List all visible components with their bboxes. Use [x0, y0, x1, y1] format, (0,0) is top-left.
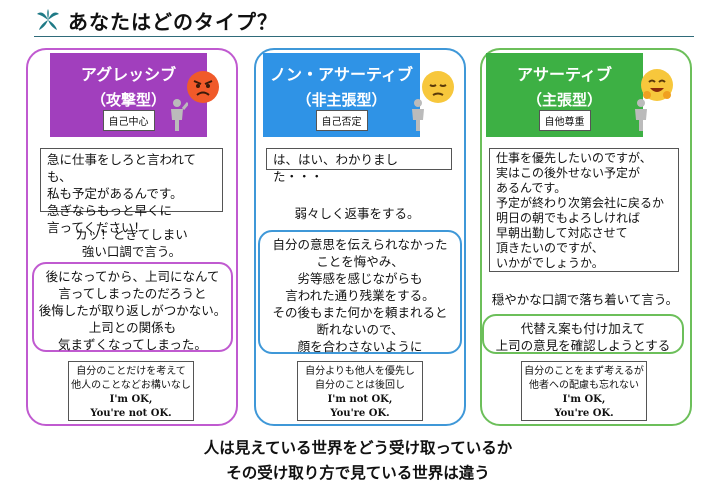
- type-label: （攻撃型）: [90, 91, 166, 109]
- aftermath-line: ことを悔やみ、: [316, 254, 404, 269]
- happy-face-icon: [641, 69, 673, 101]
- speech-box: 仕事を優先したいのですが、 実はこの後外せない予定が あるんです。 予定が終わり…: [489, 148, 679, 272]
- speech-line: 急ぎならもっと早くに: [47, 203, 173, 218]
- speech-line: あるんです。: [496, 181, 567, 195]
- action-line: 強い口調で言う。: [81, 244, 182, 259]
- type-name: アグレッシブ: [80, 65, 177, 84]
- footer-line-2: その受け取り方で見ている世界は違う: [226, 463, 490, 482]
- aftermath-line: 言ってしまったのだろうと: [58, 286, 207, 301]
- action-line: 穏やかな口調で落ち着いて言う。: [491, 292, 679, 307]
- leaf-logo-icon: [37, 9, 59, 30]
- action-text: カッ！ときてしまい 強い口調で言う。: [40, 226, 223, 260]
- summary-box: 自分のことだけを考えて 他人のことなどお構いなし I'm OK, You're …: [68, 361, 194, 421]
- aftermath-line: 上司の意見を確認しようとする: [495, 338, 671, 353]
- type-label: （主張型）: [526, 91, 602, 109]
- speech-box: 急に仕事をしろと言われても、 私も予定があるんです。 急ぎならもっと早くに 言っ…: [40, 148, 223, 235]
- speech-line: 予定が終わり次第会社に戻るか: [496, 196, 665, 210]
- angry-face-icon: [187, 71, 219, 103]
- page-title: あなたはどのタイプ？: [68, 9, 278, 34]
- speech-line: は、はい、わかりました・・・: [273, 152, 399, 184]
- ok-line: You're OK.: [330, 408, 390, 419]
- ok-line: I'm not OK,: [327, 394, 393, 405]
- column-aggressive: [26, 48, 238, 426]
- header-nonassertive: ノン・アサーティブ （非主張型） 自己否定: [263, 53, 420, 137]
- aftermath-line: 気まずくなってしまった。: [58, 337, 207, 352]
- column-nonassertive: [254, 48, 466, 426]
- aftermath-line: 劣等感を感じながらも: [297, 271, 423, 286]
- column-assertive: [480, 48, 692, 426]
- header-assertive: アサーティブ （主張型） 自他尊重: [486, 53, 643, 137]
- type-name: アサーティブ: [516, 65, 613, 84]
- ok-line: You're not OK.: [90, 408, 172, 419]
- speech-line: 実はこの後外せない予定が: [496, 166, 641, 180]
- type-tag: 自他尊重: [538, 110, 591, 131]
- person-silhouette-icon: [635, 99, 647, 131]
- speech-line: 明日の朝でもよろしければ: [496, 211, 641, 225]
- title-divider: [34, 36, 694, 37]
- person-silhouette-icon: [171, 99, 188, 131]
- footer-line-1: 人は見えている世界をどう受け取っているか: [203, 438, 513, 457]
- speech-line: 早朝出勤して対応させて: [496, 226, 628, 240]
- aftermath-line: 後になってから、上司になんて: [45, 269, 220, 284]
- aftermath-line: 断れないので、: [316, 322, 404, 337]
- title-row: あなたはどのタイプ？: [36, 6, 278, 34]
- action-line: 弱々しく返事をする。: [294, 206, 420, 221]
- speech-line: 仕事を優先したいのですが、: [496, 151, 652, 165]
- summary-box: 自分のことをまず考えるが 他者への配慮も忘れない I'm OK, You're …: [521, 361, 647, 421]
- person-silhouette-icon: [412, 99, 424, 131]
- aftermath-box: 代替え案も付け加えて 上司の意見を確認しようとする: [482, 314, 684, 354]
- speech-line: 言ってください！: [47, 220, 147, 235]
- summary-line: 他人のことなどお構いなし: [71, 380, 191, 391]
- aftermath-line: その後もまた何かを頼まれると: [272, 305, 448, 320]
- type-label: （非主張型）: [296, 91, 387, 109]
- speech-line: 私も予定があるんです。: [47, 186, 183, 201]
- type-name: ノン・アサーティブ: [269, 65, 414, 84]
- summary-line: 他者への配慮も忘れない: [529, 380, 639, 391]
- aftermath-line: 顔を合わさないように: [297, 339, 423, 354]
- aftermath-line: 後悔したが取り返しがつかない。: [38, 303, 227, 318]
- aftermath-line: 上司との関係も: [88, 320, 177, 335]
- speech-line: 急に仕事をしろと言われても、: [47, 152, 197, 184]
- action-text: 弱々しく返事をする。: [262, 205, 452, 222]
- speech-line: いかがでしょうか。: [496, 256, 604, 270]
- speech-line: 頂きたいのですが、: [496, 241, 604, 255]
- header-aggressive: アグレッシブ （攻撃型） 自己中心: [50, 53, 207, 137]
- action-text: 穏やかな口調で落ち着いて言う。: [484, 291, 686, 308]
- ok-line: I'm OK,: [109, 394, 153, 405]
- aftermath-box: 自分の意思を伝えられなかった ことを悔やみ、 劣等感を感じながらも 言われた通り…: [258, 230, 462, 354]
- aftermath-box: 後になってから、上司になんて 言ってしまったのだろうと 後悔したが取り返しがつか…: [32, 262, 233, 352]
- aftermath-line: 自分の意思を伝えられなかった: [272, 237, 448, 252]
- aftermath-line: 言われた通り残業をする。: [285, 288, 435, 303]
- summary-line: 自分のことは後回し: [315, 380, 405, 391]
- sad-face-icon: [422, 71, 454, 103]
- ok-line: You're OK.: [554, 408, 614, 419]
- type-tag: 自己中心: [102, 110, 155, 131]
- summary-line: 自分のことをまず考えるが: [524, 366, 644, 377]
- summary-line: 自分よりも他人を優先し: [305, 366, 415, 377]
- summary-line: 自分のことだけを考えて: [76, 366, 186, 377]
- aftermath-line: 代替え案も付け加えて: [520, 321, 646, 336]
- speech-box: は、はい、わかりました・・・: [266, 148, 452, 184]
- action-line: カッ！ときてしまい: [75, 227, 188, 242]
- summary-box: 自分よりも他人を優先し 自分のことは後回し I'm not OK, You're…: [297, 361, 423, 421]
- type-tag: 自己否定: [315, 110, 368, 131]
- ok-line: I'm OK,: [562, 394, 606, 405]
